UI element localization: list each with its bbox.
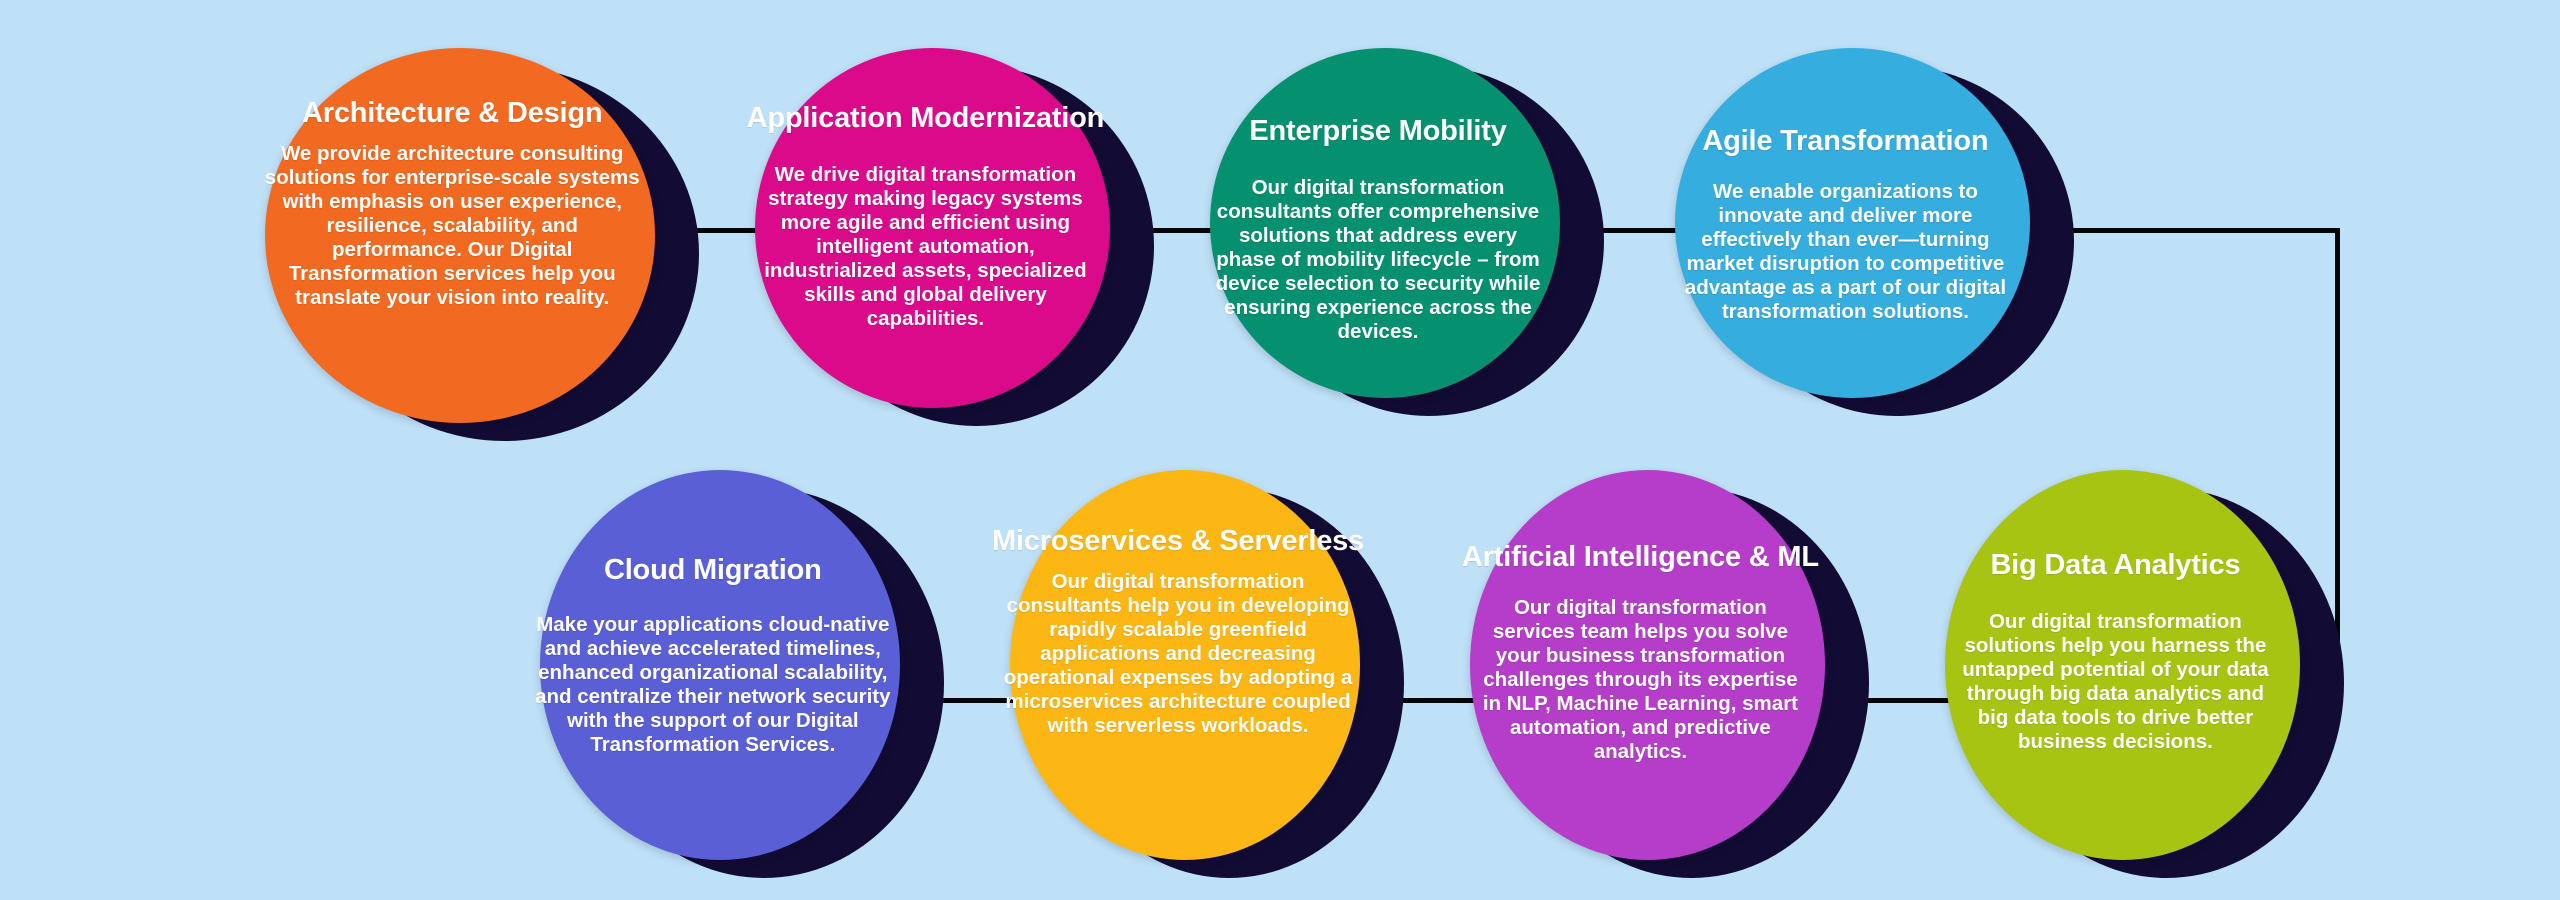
node-enterprise-mobility[interactable]: Enterprise Mobility Our digital transfor…	[1210, 48, 1604, 416]
node-body: Our digital transformation services team…	[1482, 595, 1798, 763]
node-body: We provide architecture consulting solut…	[264, 141, 640, 309]
node-microservices-serverless[interactable]: Microservices & Serverless Our digital t…	[992, 470, 1404, 878]
connector-row1-seg2	[1090, 228, 1270, 233]
node-title: Cloud Migration	[603, 554, 822, 586]
connector-row1-seg1	[620, 228, 820, 233]
node-title: Artificial Intelligence & ML	[1461, 541, 1819, 573]
node-title: Enterprise Mobility	[1249, 115, 1507, 147]
node-architecture-design[interactable]: Architecture & Design We provide archite…	[265, 48, 699, 441]
node-body: Our digital transformation solutions hel…	[1962, 609, 2269, 753]
node-body: We drive digital transformation strategy…	[764, 162, 1087, 330]
node-application-modernization[interactable]: Application Modernization We drive digit…	[747, 48, 1154, 426]
node-title: Architecture & Design	[302, 97, 603, 129]
node-big-data-analytics[interactable]: Big Data Analytics Our digital transform…	[1945, 470, 2344, 878]
node-body: Our digital transformation consultants o…	[1215, 175, 1541, 343]
node-disc: Enterprise Mobility Our digital transfor…	[1210, 48, 1560, 398]
node-title: Application Modernization	[746, 102, 1105, 134]
node-title: Agile Transformation	[1702, 125, 1989, 157]
connector-row2-seg2	[1340, 698, 1525, 703]
node-disc: Agile Transformation We enable organizat…	[1675, 48, 2030, 398]
node-title: Big Data Analytics	[1990, 549, 2241, 581]
node-disc: Architecture & Design We provide archite…	[265, 48, 655, 423]
node-artificial-intelligence-ml[interactable]: Artificial Intelligence & ML Our digital…	[1462, 470, 1869, 878]
node-cloud-migration[interactable]: Cloud Migration Make your applications c…	[535, 470, 944, 878]
node-body: Make your applications cloud-native and …	[535, 612, 891, 756]
node-body: Our digital transformation consultants h…	[1003, 569, 1353, 737]
connector-row1-to-right	[2020, 228, 2340, 233]
node-disc: Microservices & Serverless Our digital t…	[992, 470, 1364, 860]
node-disc: Application Modernization We drive digit…	[747, 48, 1110, 408]
connector-row1-seg3	[1555, 228, 1735, 233]
node-disc: Big Data Analytics Our digital transform…	[1945, 470, 2300, 860]
node-title: Microservices & Serverless	[991, 525, 1365, 557]
node-disc: Artificial Intelligence & ML Our digital…	[1462, 470, 1825, 860]
node-agile-transformation[interactable]: Agile Transformation We enable organizat…	[1675, 48, 2074, 416]
node-disc: Cloud Migration Make your applications c…	[535, 470, 900, 860]
node-body: We enable organizations to innovate and …	[1684, 179, 2007, 323]
connector-right-vertical	[2335, 228, 2340, 703]
connector-row2-seg1	[905, 698, 1075, 703]
connector-row2-seg3	[1800, 698, 1975, 703]
